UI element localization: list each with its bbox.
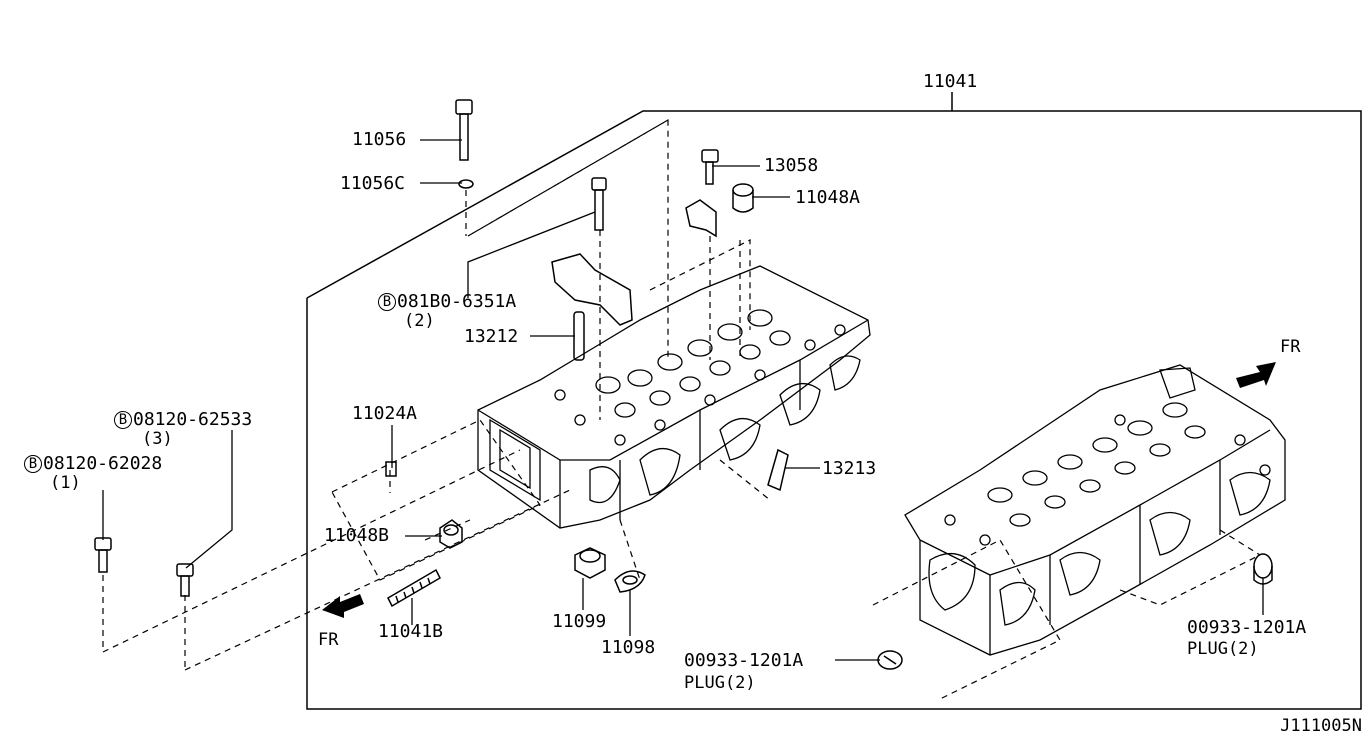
diagram-code: J111005N [1280, 716, 1362, 736]
fr-right-label: FR [1280, 337, 1301, 357]
plug-right-icon [1253, 553, 1273, 585]
bolt-08120-62028-icon [94, 537, 112, 573]
bolt-13058-icon [701, 149, 719, 185]
seal-11099-icon [574, 547, 606, 579]
label-plug-right-name: PLUG(2) [1187, 639, 1259, 659]
bolt-081b0-icon [591, 177, 607, 231]
stud-13212-icon [573, 311, 585, 361]
plug-left-icon [877, 650, 903, 670]
label-11024a[interactable]: 11024A [352, 403, 418, 424]
label-081b0-qty: (2) [404, 311, 435, 331]
label-11098[interactable]: 11098 [601, 637, 656, 658]
assembly-frame [306, 110, 1362, 710]
cylinder-head-right-illustration [904, 364, 1286, 656]
guide-13213-icon [767, 448, 789, 492]
label-13213[interactable]: 13213 [822, 458, 877, 479]
label-08120-62533-part: 08120-62533 [133, 409, 253, 430]
label-11041[interactable]: 11041 [923, 71, 978, 92]
fr-right-arrow-icon [1236, 362, 1276, 388]
bracket-icon [551, 253, 633, 326]
label-11041b[interactable]: 11041B [378, 621, 444, 642]
stud-11041b-icon [387, 568, 441, 608]
label-11056[interactable]: 11056 [352, 129, 407, 150]
cap-11048a-icon [732, 183, 754, 213]
b-circle-icon: B [114, 411, 132, 429]
cylinder-head-left-illustration [477, 265, 871, 529]
label-08120-62533-qty: (3) [142, 429, 173, 449]
label-11048b[interactable]: 11048B [324, 525, 390, 546]
label-13212[interactable]: 13212 [464, 326, 519, 347]
cap-11048b-icon [439, 519, 463, 549]
label-081b0-part: 081B0-6351A [397, 291, 517, 312]
b-circle-icon: B [378, 293, 396, 311]
label-13058[interactable]: 13058 [764, 155, 819, 176]
gasket-11098-icon [614, 570, 646, 593]
label-plug-left-name: PLUG(2) [684, 673, 756, 693]
label-plug-left-part[interactable]: 00933-1201A [684, 650, 804, 671]
b-circle-icon: B [24, 455, 42, 473]
label-plug-right-part[interactable]: 00933-1201A [1187, 617, 1307, 638]
label-11048a[interactable]: 11048A [795, 187, 861, 208]
label-11056c[interactable]: 11056C [340, 173, 406, 194]
bolt-11056-icon [455, 99, 474, 189]
fr-left-label: FR [318, 630, 339, 650]
bolt-08120-62533-icon [176, 563, 194, 597]
label-08120-62028-part: 08120-62028 [43, 453, 163, 474]
label-08120-62028-qty: (1) [50, 473, 81, 493]
fr-left-arrow-icon [322, 594, 364, 618]
label-11099[interactable]: 11099 [552, 611, 607, 632]
